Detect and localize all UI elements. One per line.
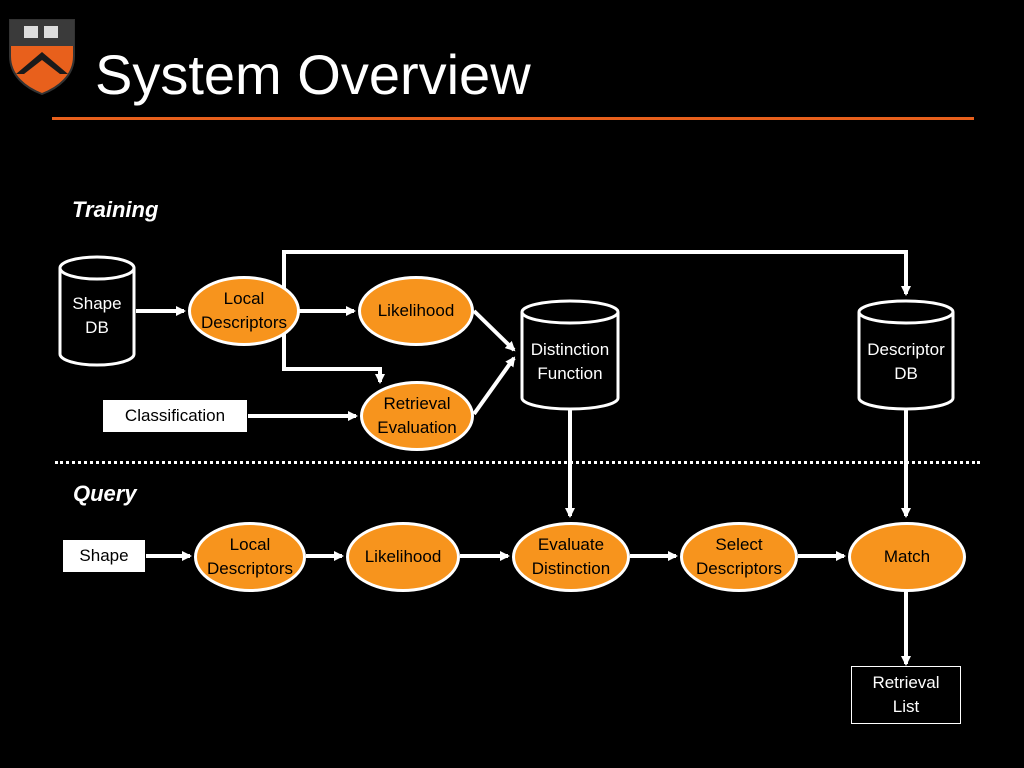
shape-db-label: Shape DB [72, 294, 122, 337]
training-local-descriptors-node: Local Descriptors [188, 276, 300, 346]
shape-box: Shape [62, 539, 146, 573]
arrow-localdesc-to-retrieval-eval [282, 332, 385, 384]
query-likelihood-node: Likelihood [346, 522, 460, 592]
section-divider [55, 461, 980, 464]
arrow-localdesc-to-descriptordb [282, 250, 911, 296]
slide-title: System Overview [95, 43, 531, 106]
evaluate-distinction-node: Evaluate Distinction [512, 522, 630, 592]
retrieval-list-box: Retrieval List [851, 666, 961, 724]
arrow-likelihood-to-distinction [472, 309, 516, 352]
descriptor-db-cylinder [857, 299, 955, 411]
retrieval-evaluation-node: Retrieval Evaluation [360, 381, 474, 451]
query-local-descriptors-node: Local Descriptors [194, 522, 306, 592]
university-shield-logo [9, 19, 75, 96]
distinction-function-cylinder [520, 299, 620, 411]
descriptor-db-label: Descriptor DB [867, 340, 945, 383]
select-descriptors-node: Select Descriptors [680, 522, 798, 592]
arrow-retrieval-eval-to-distinction [472, 356, 516, 416]
training-section-label: Training [72, 197, 159, 222]
match-node: Match [848, 522, 966, 592]
query-section-label: Query [73, 481, 137, 506]
shape-db-cylinder [58, 255, 136, 367]
title-underline [52, 117, 974, 120]
classification-box: Classification [102, 399, 248, 433]
distinction-function-label: Distinction Function [530, 340, 610, 383]
training-likelihood-node: Likelihood [358, 276, 474, 346]
